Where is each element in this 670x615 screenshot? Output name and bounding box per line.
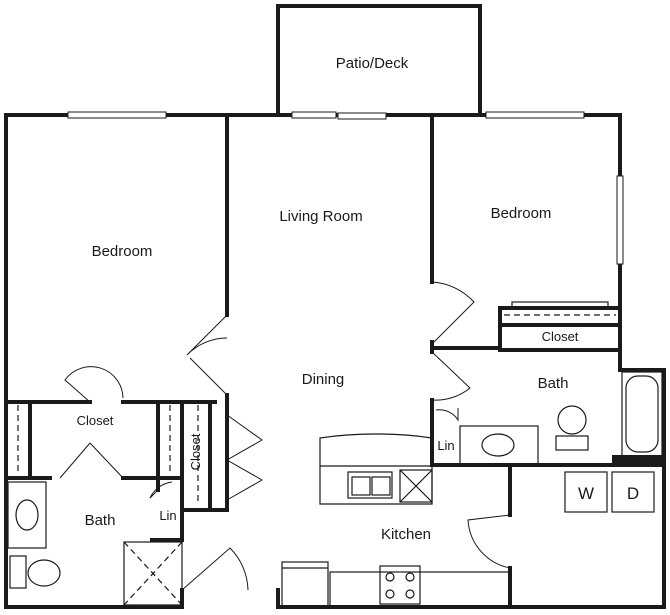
room-label-dining: Dining (302, 371, 345, 388)
washer-label: W (578, 484, 594, 503)
dryer-box (611, 471, 655, 513)
left-bath-fixtures (7, 481, 183, 606)
room-label-living-room: Living Room (279, 208, 362, 225)
right-bath-fixtures (459, 371, 664, 465)
laundry: W D (564, 471, 655, 513)
dryer-label: D (627, 484, 639, 503)
doors (59, 281, 511, 591)
room-labels: Patio/Deck Bedroom Living Room Bedroom D… (77, 55, 579, 543)
interior-walls (4, 113, 666, 609)
room-label-kitchen: Kitchen (381, 526, 431, 543)
room-label-bedroom-left: Bedroom (92, 243, 153, 260)
room-label-bath-left: Bath (85, 512, 116, 529)
room-label-patio: Patio/Deck (336, 55, 409, 72)
room-label-closet-right: Closet (542, 329, 579, 344)
room-label-lin-left: Lin (159, 508, 176, 523)
room-label-bedroom-right: Bedroom (491, 205, 552, 222)
windows (67, 111, 624, 265)
kitchen-fixtures (281, 433, 511, 607)
room-label-closet-left: Closet (77, 413, 114, 428)
room-label-lin-right: Lin (437, 438, 454, 453)
washer-box (564, 471, 608, 513)
closet-shelves (17, 301, 616, 505)
room-label-closet-vertical: Closet (188, 433, 203, 470)
room-label-bath-right: Bath (538, 375, 569, 392)
